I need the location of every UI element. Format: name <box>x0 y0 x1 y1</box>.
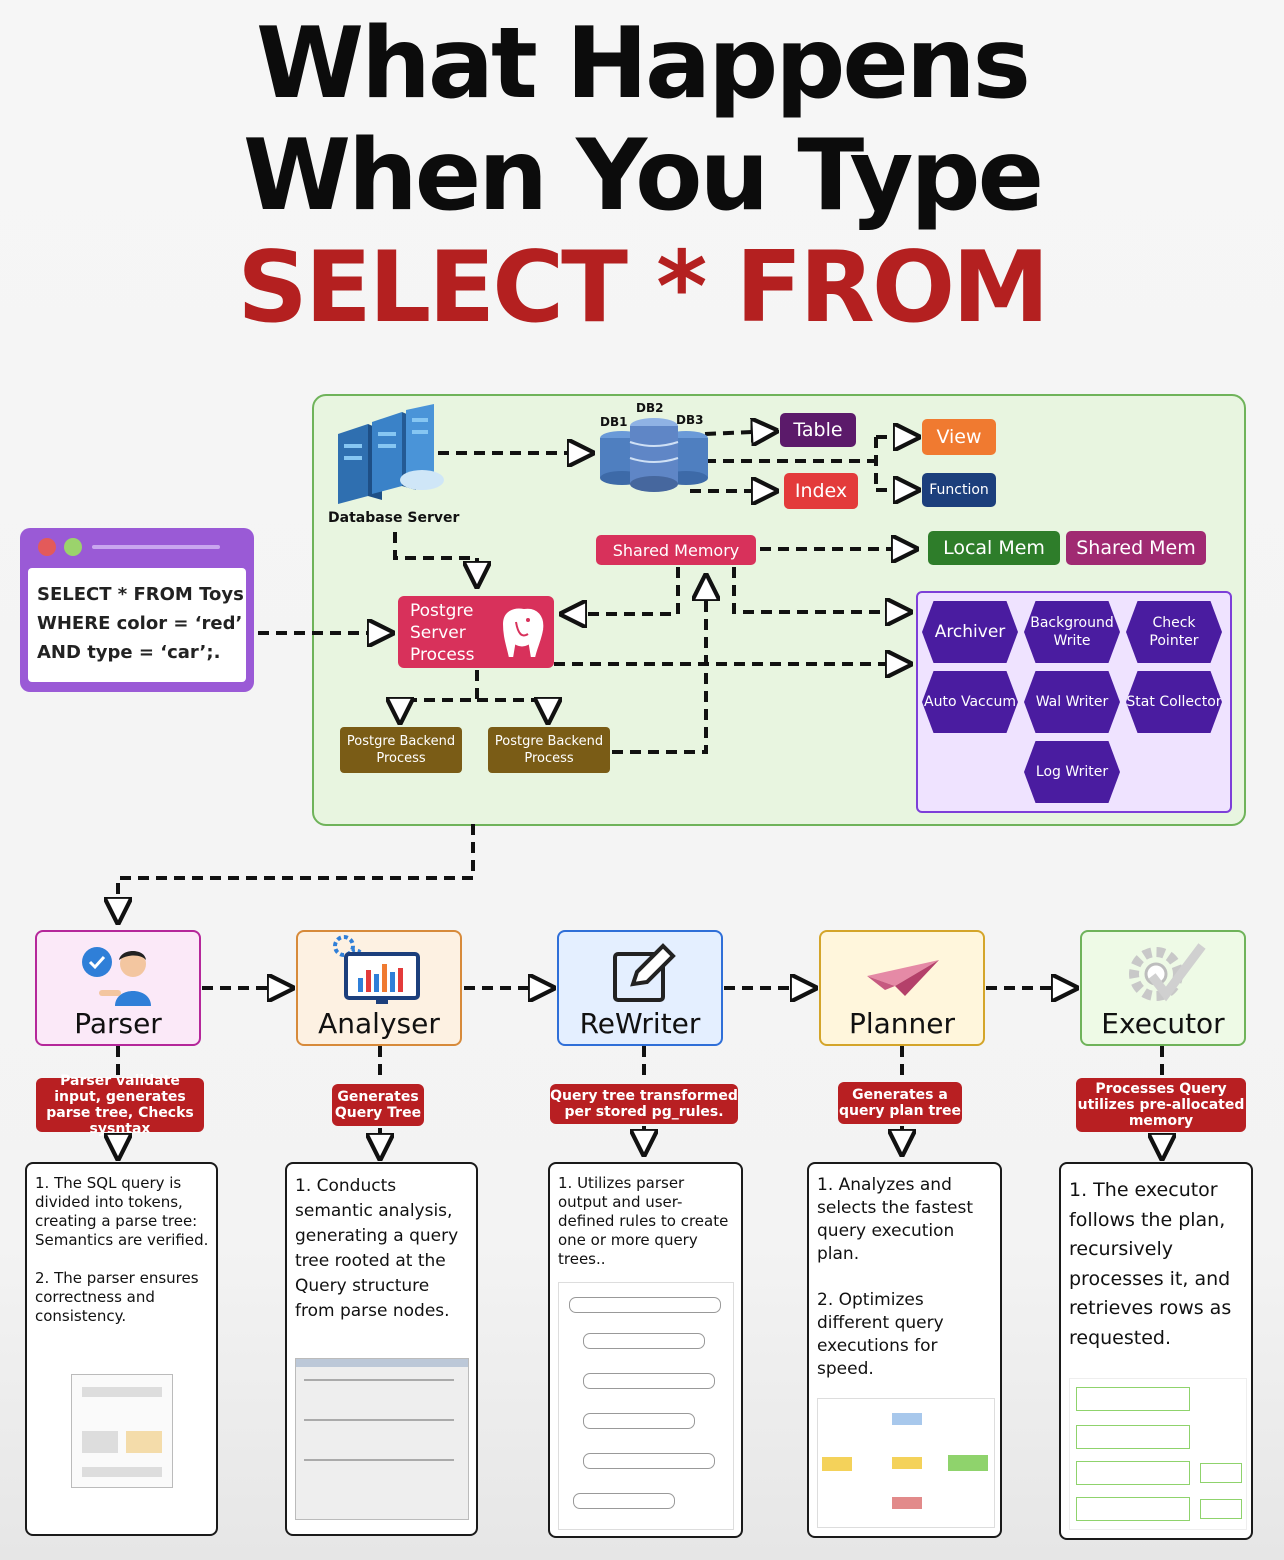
query-line-3: AND type = ‘car’;. <box>37 642 221 663</box>
rewriter-syntax-diagram <box>558 1282 734 1530</box>
gear-check-icon <box>1129 943 1206 1002</box>
stage-planner-label: Planner <box>848 1007 956 1040</box>
detail-executor-text: 1. The executor follows the plan, recurs… <box>1069 1179 1232 1349</box>
page-title: What Happens When You Type SELECT * FROM <box>0 0 1284 344</box>
hex-log-writer: Log Writer <box>1024 741 1120 803</box>
db2-label: DB2 <box>636 401 664 415</box>
query-text: SELECT * FROM Toys WHERE color = ‘red’ A… <box>37 580 244 667</box>
ribbon-parser: Parser validate input, generates parse t… <box>36 1073 204 1137</box>
query-line-1: SELECT * FROM Toys <box>37 584 244 605</box>
stage-analyser: Analyser <box>296 930 462 1046</box>
postgre-server-process: Postgre Server Process <box>398 596 554 668</box>
server-process-line-2: Server <box>410 623 466 643</box>
ribbon-analyser: Generates Query Tree <box>332 1084 424 1126</box>
backend-process-1: Postgre Backend Process <box>340 727 462 773</box>
table-tag: Table <box>780 413 856 447</box>
hex-wal-writer: Wal Writer <box>1024 671 1120 733</box>
hex-stat-collector: Stat Collector <box>1126 671 1222 733</box>
stage-rewriter: ReWriter <box>557 930 723 1046</box>
hex-check-pointer: Check Pointer <box>1126 601 1222 663</box>
stage-parser-label: Parser <box>74 1007 162 1040</box>
detail-parser: 1. The SQL query is divided into tokens,… <box>25 1162 218 1536</box>
detail-parser-text: 1. The SQL query is divided into tokens,… <box>35 1174 209 1325</box>
hex-archiver: Archiver <box>922 601 1018 663</box>
shared-memory-tag: Shared Memory <box>596 535 756 565</box>
hex-background-write: Background Write <box>1024 601 1120 663</box>
stage-rewriter-label: ReWriter <box>579 1007 701 1040</box>
edit-pencil-icon <box>613 943 676 1002</box>
postgres-elephant-icon <box>500 606 546 659</box>
query-line-2: WHERE color = ‘red’ <box>37 613 243 634</box>
analyser-mini-screenshot <box>295 1358 469 1520</box>
query-editor: SELECT * FROM Toys WHERE color = ‘red’ A… <box>28 568 246 682</box>
window-title-bar <box>92 545 220 549</box>
parser-mini-diagram <box>71 1374 173 1488</box>
query-window: SELECT * FROM Toys WHERE color = ‘red’ A… <box>20 528 254 692</box>
view-tag: View <box>922 419 996 455</box>
detail-analyser-text: 1. Conducts semantic analysis, generatin… <box>295 1176 459 1321</box>
planner-mini-diagram <box>817 1398 995 1528</box>
server-process-line-1: Postgre <box>410 601 474 621</box>
detail-executor: 1. The executor follows the plan, recurs… <box>1059 1162 1253 1540</box>
server-process-line-3: Process <box>410 645 475 665</box>
database-server-icon <box>330 404 450 504</box>
stage-executor: Executor <box>1080 930 1246 1046</box>
ribbon-rewriter: Query tree transformed per stored pg_rul… <box>550 1084 738 1124</box>
function-tag: Function <box>922 473 996 507</box>
paper-plane-icon <box>867 960 939 996</box>
detail-rewriter: 1. Utilizes parser output and user-defin… <box>548 1162 743 1538</box>
window-min-dot <box>64 538 82 556</box>
backend-process-2: Postgre Backend Process <box>488 727 610 773</box>
detail-planner: 1. Analyzes and selects the fastest quer… <box>807 1162 1002 1538</box>
detail-rewriter-text: 1. Utilizes parser output and user-defin… <box>558 1174 729 1268</box>
title-line-2: When You Type <box>242 119 1044 233</box>
ribbon-executor: Processes Query utilizes pre-allocated m… <box>1076 1078 1246 1132</box>
local-mem-tag: Local Mem <box>928 531 1060 565</box>
ribbon-planner: Generates a query plan tree <box>838 1082 962 1124</box>
database-server-label: Database Server <box>328 510 460 526</box>
title-line-3: SELECT * FROM <box>237 231 1049 345</box>
db1-label: DB1 <box>600 415 628 429</box>
person-check-icon <box>82 947 151 1006</box>
db3-label: DB3 <box>676 413 704 427</box>
stage-planner: Planner <box>819 930 985 1046</box>
background-processes-panel: Archiver Background Write Check Pointer … <box>916 591 1232 813</box>
title-line-1: What Happens <box>256 7 1031 121</box>
hex-auto-vaccum: Auto Vaccum <box>922 671 1018 733</box>
stage-executor-label: Executor <box>1101 1007 1225 1040</box>
detail-analyser: 1. Conducts semantic analysis, generatin… <box>285 1162 478 1536</box>
window-close-dot <box>38 538 56 556</box>
index-tag: Index <box>784 473 858 509</box>
executor-mini-diagram <box>1069 1378 1247 1530</box>
analytics-monitor-icon <box>333 935 420 1004</box>
detail-planner-text: 1. Analyzes and selects the fastest quer… <box>817 1175 973 1379</box>
stage-parser: Parser <box>35 930 201 1046</box>
stage-analyser-label: Analyser <box>318 1007 440 1040</box>
shared-mem-tag: Shared Mem <box>1066 531 1206 565</box>
database-cluster-icon <box>598 404 710 494</box>
